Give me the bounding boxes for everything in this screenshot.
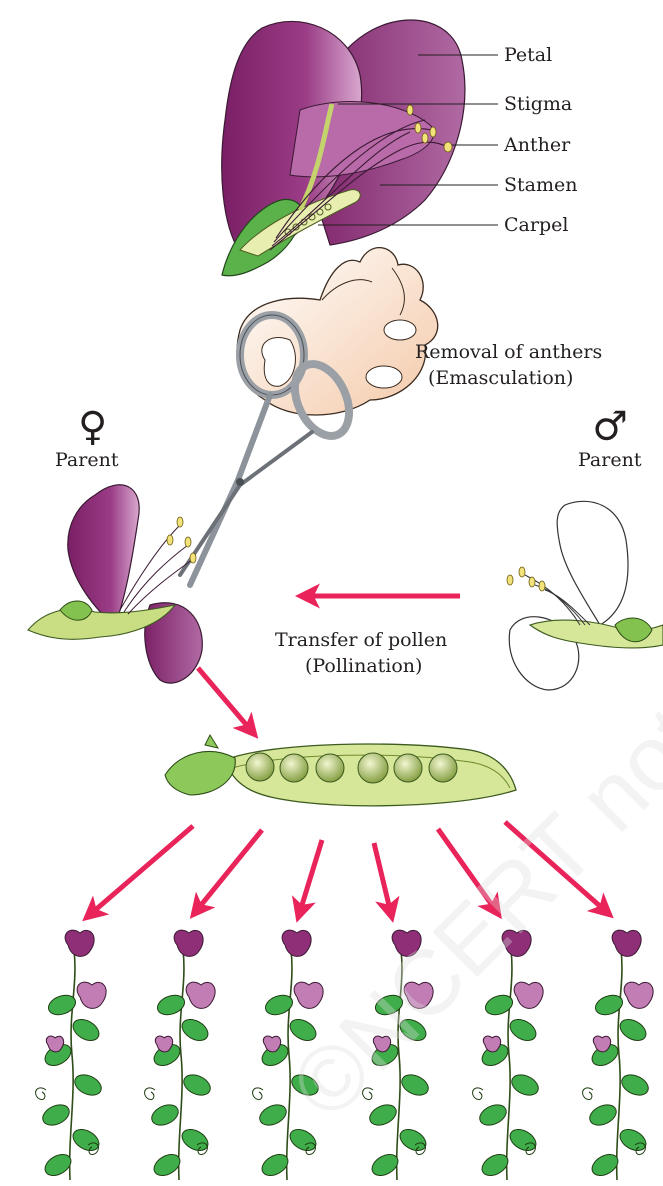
offspring-flower (155, 1036, 172, 1052)
male-parent-label: Parent (578, 449, 642, 471)
offspring-flower (373, 1036, 390, 1052)
male-symbol-icon: ♂ (592, 404, 628, 450)
leaf-shape (72, 1071, 105, 1099)
offspring-arrow-3 (298, 840, 322, 918)
tendril-shape (145, 1088, 155, 1100)
label-anther: Anther (503, 134, 571, 156)
emasculation-label: Removal of anthers (Emasculation) (415, 341, 602, 389)
female-symbol-icon: ♀ (78, 404, 107, 450)
offspring-plant (36, 930, 107, 1180)
offspring-flower (593, 1036, 610, 1052)
leaf-shape (587, 1101, 620, 1129)
leaf-shape (506, 1015, 539, 1045)
arrow-to-pod (198, 668, 255, 735)
offspring-flower (282, 930, 311, 956)
offspring-arrow-1 (86, 826, 193, 918)
offspring-flower (624, 982, 653, 1008)
offspring-flower (65, 930, 94, 956)
offspring-arrow-5 (438, 829, 499, 915)
offspring-flower (392, 930, 421, 956)
leaf-shape (509, 1071, 542, 1099)
tendril-shape (36, 1088, 46, 1100)
pollination-text-1: Transfer of pollen (275, 629, 447, 651)
offspring-flower (174, 930, 203, 956)
label-stigma: Stigma (504, 93, 572, 115)
offspring-plant (145, 930, 216, 1180)
offspring-flower (612, 930, 641, 956)
female-parent-flower (28, 485, 202, 683)
pea-pod (165, 735, 516, 806)
offspring-arrow-4 (374, 843, 392, 918)
offspring-plant (583, 930, 654, 1180)
offspring-arrows (86, 822, 610, 918)
offspring-flower (404, 982, 433, 1008)
tendril-shape (363, 1088, 373, 1100)
emasculation-text-2: (Emasculation) (428, 367, 573, 389)
pollination-text-2: (Pollination) (305, 655, 422, 677)
leaf-shape (69, 1015, 102, 1045)
tendril-shape (253, 1088, 263, 1100)
offspring-flower (294, 982, 323, 1008)
tendril-shape (583, 1088, 593, 1100)
offspring-flower (186, 982, 215, 1008)
leaf-shape (181, 1071, 214, 1099)
offspring-plant (253, 930, 324, 1180)
leaf-shape (616, 1015, 649, 1045)
leaf-shape (477, 1101, 510, 1129)
emasculation-text-1: Removal of anthers (415, 341, 602, 363)
leaf-shape (286, 1015, 319, 1045)
leaf-shape (399, 1071, 432, 1099)
leaf-shape (257, 1101, 290, 1129)
leaf-shape (149, 1101, 182, 1129)
leaf-shape (619, 1071, 652, 1099)
label-carpel: Carpel (504, 214, 568, 236)
offspring-flower (502, 930, 531, 956)
offspring-arrow-6 (505, 822, 610, 915)
leaf-shape (178, 1015, 211, 1045)
female-parent-label: Parent (55, 449, 119, 471)
label-petal: Petal (504, 44, 552, 66)
hand-illustration (237, 248, 438, 415)
flower-diagram: Petal Stigma Anther Stamen Carpel (222, 20, 578, 276)
offspring-flower (46, 1036, 63, 1052)
offspring-flower (77, 982, 106, 1008)
offspring-plant (363, 930, 434, 1180)
offspring-flower (514, 982, 543, 1008)
tendril-shape (473, 1088, 483, 1100)
leaf-shape (367, 1101, 400, 1129)
label-stamen: Stamen (504, 174, 577, 196)
offspring-arrow-2 (193, 830, 262, 915)
offspring-plants (36, 930, 654, 1180)
leaf-shape (40, 1101, 73, 1129)
leaf-shape (289, 1071, 322, 1099)
leaf-shape (396, 1015, 429, 1045)
offspring-flower (263, 1036, 280, 1052)
offspring-plant (473, 930, 544, 1180)
offspring-flower (483, 1036, 500, 1052)
male-parent-flower (507, 501, 663, 690)
